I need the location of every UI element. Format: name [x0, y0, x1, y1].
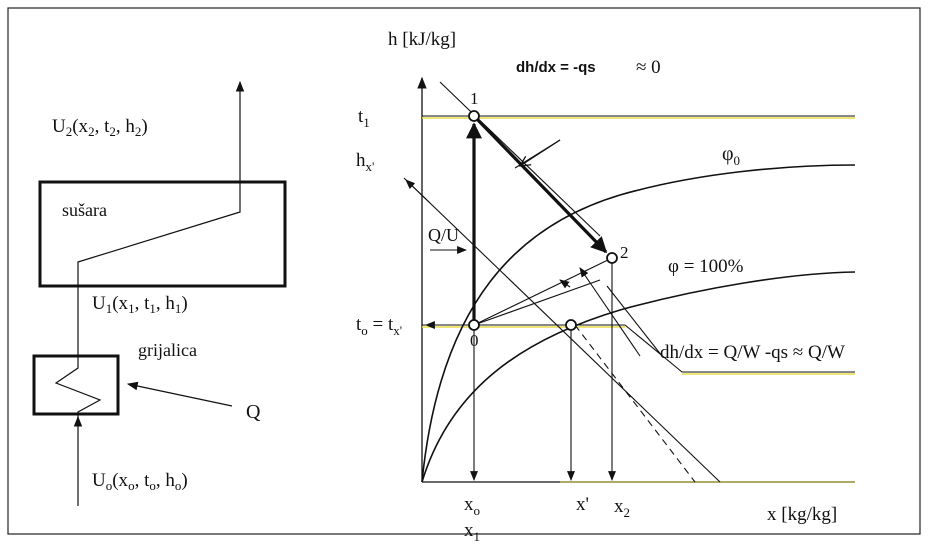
bottom-formula: dh/dx = Q/W -qs ≈ Q/W: [660, 342, 845, 363]
x-axis-label: x [kg/kg]: [767, 504, 837, 525]
point-2-label: 2: [620, 243, 629, 262]
enthalpy-line-hx: [403, 177, 721, 483]
state-point-0: [468, 319, 480, 331]
phi100-curve: [421, 271, 856, 483]
dryer-schematic: U2(x2, t2, h2) sušara U1(x1, t1, h1) gri…: [32, 80, 287, 506]
x0-label: xo: [464, 494, 480, 518]
dryer-air-path: [77, 182, 241, 286]
dryer-box: [38, 180, 287, 288]
line-0-a: [473, 279, 601, 326]
t1-label: t1: [358, 106, 370, 130]
isotherm-to-continuation: [624, 324, 855, 373]
heat-q-label: Q: [246, 401, 261, 423]
u0-state-label: Uo(xo, to, ho): [92, 470, 188, 493]
y-axis-label: h [kJ/kg]: [388, 29, 456, 50]
x2-label: x2: [614, 496, 630, 520]
dashed-line: [574, 324, 696, 483]
enthalpy-hx-arrow: [405, 179, 431, 204]
hx-diagram: h [kJ/kg] x [kg/kg] dh/dx = -qs ≈ 0 t1 h…: [356, 29, 856, 544]
phi100-label: φ = 100%: [668, 256, 744, 277]
outer-frame: [7, 7, 921, 535]
top-approx: ≈ 0: [636, 57, 661, 78]
state-point-1: [468, 110, 480, 122]
state-point-2: [606, 252, 618, 264]
bottom-formula-pointer-b: [606, 285, 663, 357]
qu-label: Q/U: [428, 225, 459, 245]
top-formula: dh/dx = -qs: [516, 59, 596, 76]
bottom-formula-pointer-c: [559, 279, 571, 289]
phi0-curve: [421, 164, 856, 483]
heat-input-arrow: [126, 381, 233, 407]
bottom-formula-pointer-a: [579, 267, 641, 357]
state-point-xprime: [565, 319, 577, 331]
xprime-label: x': [576, 494, 589, 515]
u1-state-label: U1(x1, t1, h1): [92, 293, 188, 316]
point-1-label: 1: [470, 89, 479, 108]
heater-box: [32, 354, 120, 416]
to-label: to = tx': [356, 314, 402, 338]
drying-process-arrow: [472, 114, 608, 254]
heater-label: grijalica: [138, 340, 197, 360]
adiabatic-line-upper: [439, 81, 601, 237]
heater-coil: [54, 356, 102, 418]
mixing-line: [473, 257, 613, 326]
u2-state-label: U2(x2, t2, h2): [52, 116, 148, 139]
dryer-label: sušara: [62, 200, 107, 220]
hx-label: hx': [356, 150, 374, 174]
x1-label: x1: [464, 520, 480, 544]
top-formula-pointer: [520, 139, 561, 166]
point-0-label: 0: [470, 331, 479, 350]
phi0-label: φ0: [722, 143, 740, 168]
